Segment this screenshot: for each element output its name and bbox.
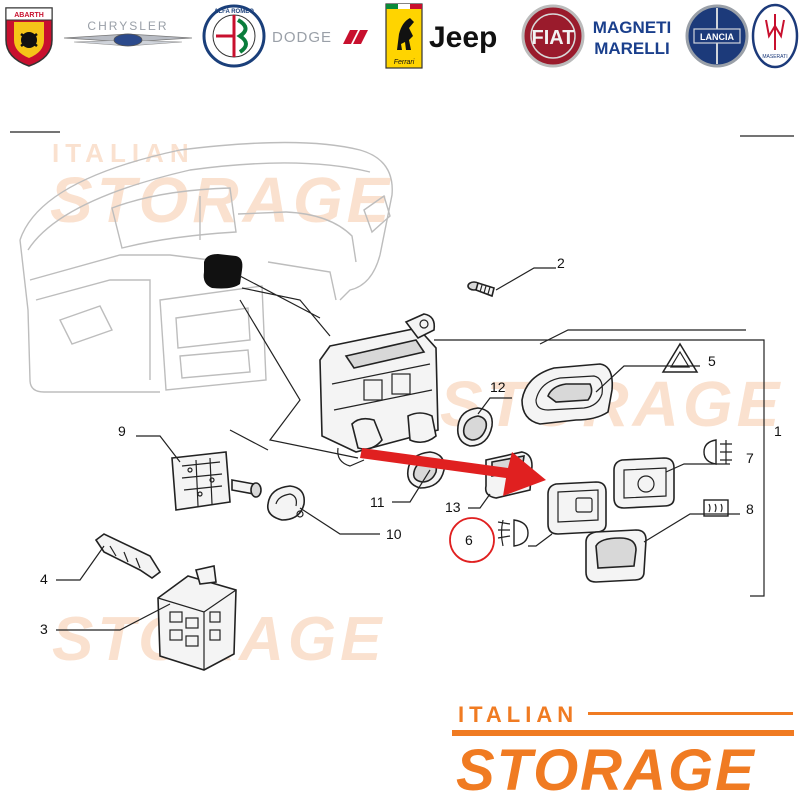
locator-lines bbox=[229, 275, 359, 459]
dashboard-outline bbox=[19, 141, 393, 393]
lancia-label: LANCIA bbox=[700, 32, 734, 42]
lancia-logo: LANCIA bbox=[685, 4, 749, 68]
callout-5: 5 bbox=[708, 353, 716, 369]
callout-2: 2 bbox=[557, 255, 565, 271]
watermark-top: ITALIAN STORAGE bbox=[50, 138, 393, 236]
callout-leaders bbox=[10, 131, 794, 631]
dodge-logo: DODGE bbox=[272, 29, 368, 46]
front-fog-switch-part-6 bbox=[547, 481, 607, 535]
hazard-triangle-icon bbox=[661, 342, 699, 373]
defroster-switch-part-8 bbox=[585, 529, 647, 583]
watermark-top-line2: STORAGE bbox=[50, 164, 393, 236]
alfa-romeo-label: ALFA ROMEO bbox=[214, 9, 254, 15]
callout-8: 8 bbox=[746, 501, 754, 517]
callout-1: 1 bbox=[774, 423, 782, 439]
screw-part-2 bbox=[467, 281, 495, 298]
brand-logo-strip: ABARTH CHRYSLER ALFA ROMEO DODGE bbox=[5, 3, 799, 69]
clip-part-4 bbox=[94, 533, 162, 579]
switch-cap-part-10 bbox=[266, 485, 306, 521]
callout-13: 13 bbox=[445, 499, 461, 515]
callout-12: 12 bbox=[490, 379, 506, 395]
switch-cap-part-12 bbox=[456, 407, 494, 447]
connector-block-part-3 bbox=[157, 565, 237, 671]
dodge-label: DODGE bbox=[272, 29, 332, 46]
callout-7: 7 bbox=[746, 450, 754, 466]
fiat-label: FIAT bbox=[532, 27, 575, 49]
callout-numbers: 1 2 3 4 5 6 7 8 9 10 11 12 13 bbox=[40, 255, 782, 637]
magneti-marelli-logo: MAGNETI MARELLI bbox=[593, 18, 671, 58]
chrysler-logo: CHRYSLER bbox=[63, 19, 193, 47]
footer-logo-line1: ITALIAN bbox=[458, 702, 578, 727]
abarth-label: ABARTH bbox=[14, 12, 44, 19]
chrysler-label: CHRYSLER bbox=[87, 19, 168, 33]
callout-3: 3 bbox=[40, 621, 48, 637]
highlight-circle-part-6 bbox=[449, 517, 495, 563]
callout-6: 6 bbox=[465, 532, 473, 548]
rear-fog-switch-part-7 bbox=[613, 457, 675, 509]
callout-11: 11 bbox=[370, 494, 385, 510]
marelli-label: MARELLI bbox=[594, 39, 670, 58]
ferrari-logo: Ferrari bbox=[385, 3, 423, 69]
jeep-label: Jeep bbox=[429, 21, 497, 54]
maserati-label: MASERATI bbox=[762, 54, 787, 60]
callout-10: 10 bbox=[386, 526, 402, 542]
jeep-logo: Jeep bbox=[429, 21, 497, 54]
callout-4: 4 bbox=[40, 571, 48, 587]
callout-9: 9 bbox=[118, 423, 126, 439]
main-switch-housing bbox=[319, 313, 439, 467]
magneti-label: MAGNETI bbox=[593, 18, 671, 37]
abarth-logo: ABARTH bbox=[5, 7, 53, 67]
fiat-logo: FIAT bbox=[521, 4, 585, 68]
hazard-switch-part-5 bbox=[521, 363, 614, 425]
ferrari-label: Ferrari bbox=[394, 59, 415, 66]
dashboard-switch-location bbox=[203, 254, 243, 289]
alfa-romeo-logo: ALFA ROMEO bbox=[202, 4, 266, 68]
highlight-arrow bbox=[360, 448, 546, 496]
rear-defroster-icon bbox=[703, 499, 729, 517]
footer-logo-line2: STORAGE bbox=[456, 738, 756, 800]
maserati-logo: MASERATI bbox=[751, 3, 799, 69]
italian-storage-footer-logo: ITALIAN STORAGE bbox=[452, 702, 794, 800]
circuit-board-part-9 bbox=[171, 451, 262, 511]
front-fog-light-icon bbox=[497, 519, 529, 547]
rear-fog-light-icon bbox=[703, 439, 732, 465]
